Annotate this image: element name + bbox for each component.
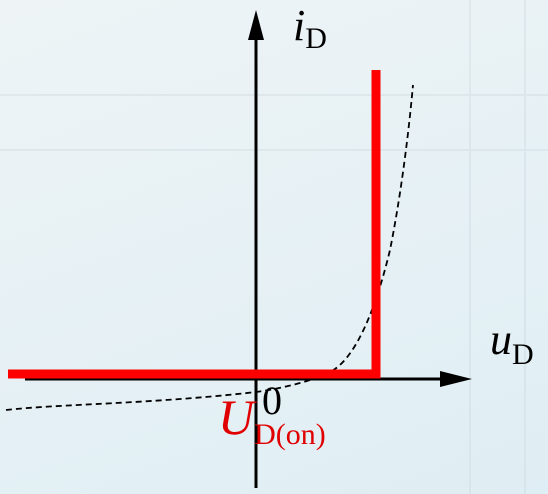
y-axis-label: iD [293, 1, 327, 54]
threshold-label-sub: D(on) [254, 418, 326, 451]
ideal-diode-curve [8, 70, 381, 379]
x-axis-label: uD [490, 315, 534, 370]
x-axis-label-var: u [490, 315, 512, 364]
y-axis-label-var: i [293, 1, 306, 50]
y-axis-label-sub: D [305, 22, 327, 55]
origin-label: 0 [262, 378, 282, 423]
real-diode-curve [5, 84, 414, 411]
threshold-label: UD(on) [218, 389, 326, 450]
x-axis-label-sub: D [512, 338, 534, 371]
threshold-label-var: U [218, 389, 255, 445]
y-axis-arrow [248, 10, 264, 40]
x-axis-arrow [440, 371, 472, 387]
